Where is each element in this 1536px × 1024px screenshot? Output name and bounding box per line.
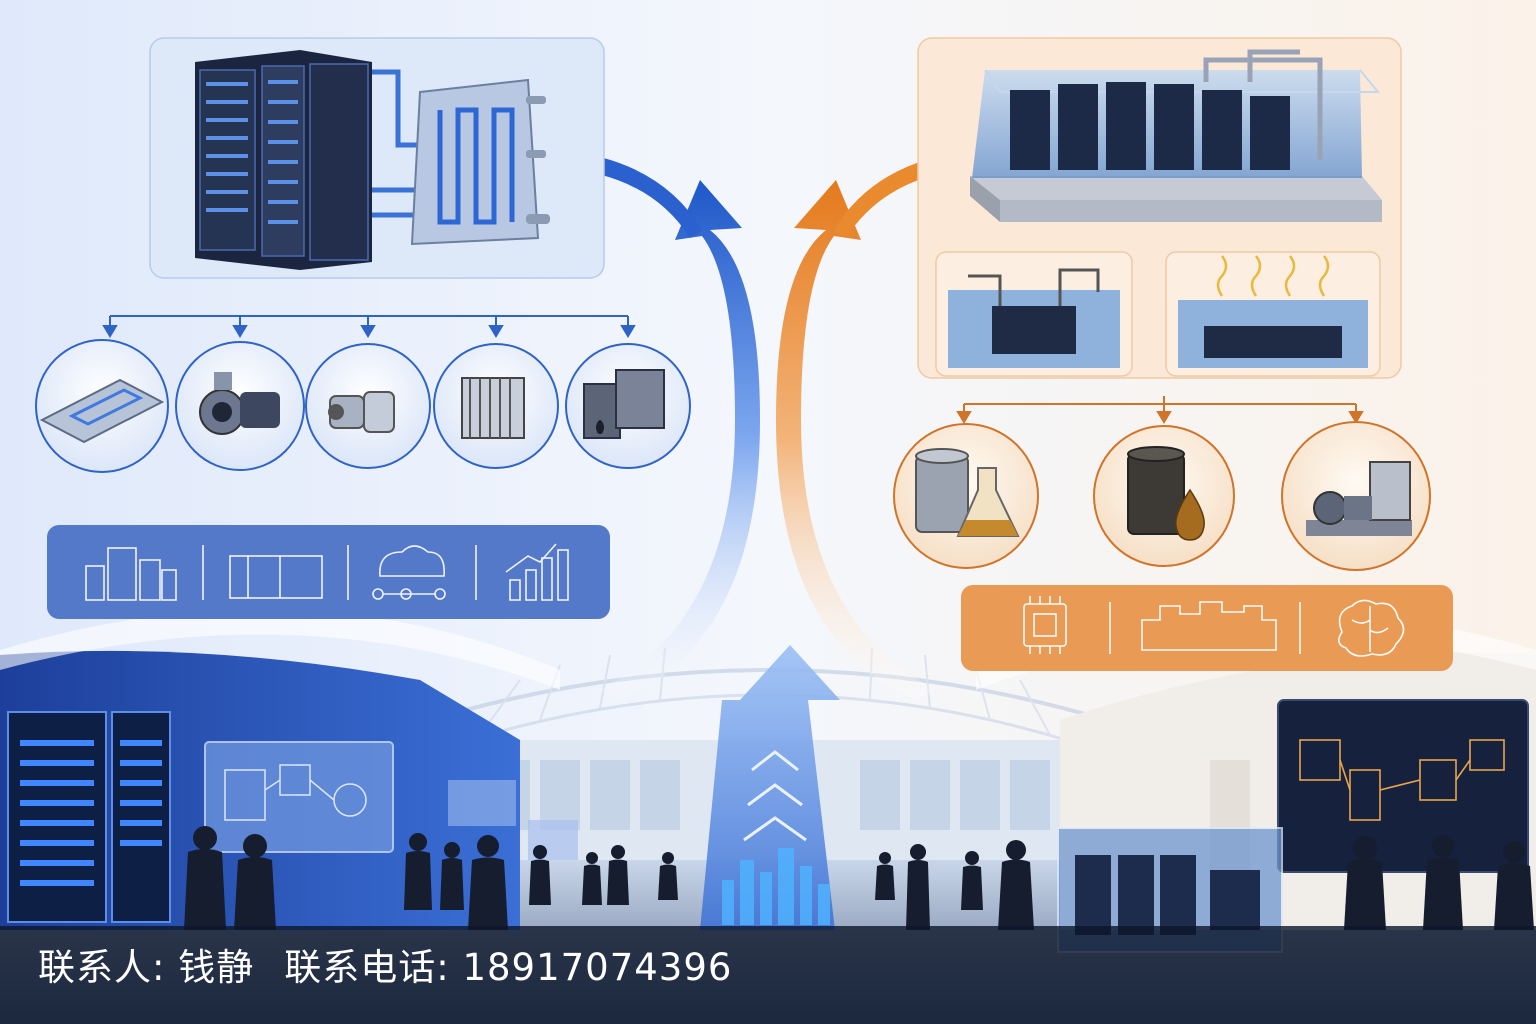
contact-phone: 联系电话: 18917074396 xyxy=(284,946,733,989)
visitor-silhouettes xyxy=(184,826,1534,930)
contact-footer-bar xyxy=(0,926,1536,1024)
two-phase-tank xyxy=(1165,251,1381,377)
cold-plate-hero-panel xyxy=(149,37,605,279)
center-growth-arrow xyxy=(700,645,840,930)
single-phase-tank xyxy=(935,251,1133,377)
immersion-applications-bar xyxy=(961,585,1453,671)
hall-server-racks xyxy=(7,711,171,923)
contact-info: 联系人: 钱静联系电话: 18917074396 xyxy=(38,938,732,998)
immersion-hero-panel xyxy=(917,37,1402,379)
cold-plate-applications-bar xyxy=(47,525,610,619)
cold-plate-component-circles xyxy=(35,339,691,473)
contact-name: 联系人: 钱静 xyxy=(38,946,255,989)
immersion-component-circles xyxy=(893,421,1431,571)
